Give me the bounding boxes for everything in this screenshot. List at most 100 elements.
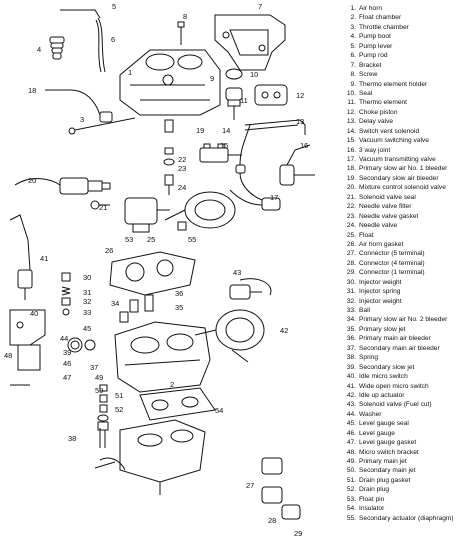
legend-item: 4.Pump boot [341, 32, 472, 41]
legend-item: 40.Idle micro switch [341, 372, 472, 381]
legend-item-number: 20. [346, 184, 356, 192]
legend-item-number: 30. [346, 278, 356, 286]
legend-item-label: Needle valve [359, 222, 398, 230]
legend-item: 33.Ball [341, 306, 472, 315]
legend-item-number: 8. [350, 71, 357, 79]
legend-item-label: Float pin [359, 495, 385, 503]
legend-item-number: 2. [350, 14, 357, 22]
legend-item: 3.Throttle chamber [341, 23, 472, 32]
legend-item: 28.Connector (4 terminal) [341, 259, 472, 268]
legend-item-number: 48. [346, 448, 356, 456]
legend-item-number: 5. [350, 42, 357, 50]
legend-item-number: 49. [346, 458, 356, 465]
legend-item: 26.Air horn gasket [341, 240, 472, 249]
legend-item: 15.Vacuum switching valve [341, 136, 472, 145]
legend-item: 24.Needle valve [341, 221, 472, 230]
legend-item: 25.Float [341, 231, 472, 240]
legend-item-number: 16. [346, 146, 356, 154]
callout-16: 16 [300, 141, 308, 150]
callout-44: 44 [60, 334, 68, 343]
legend-item-label: Micro switch bracket [359, 448, 419, 456]
legend-item-number: 27. [346, 250, 356, 258]
callout-12: 12 [296, 91, 304, 100]
callout-2: 2 [170, 380, 174, 389]
legend-item: 46.Level gauge [341, 429, 472, 438]
legend-item-number: 46. [346, 429, 356, 437]
legend-item-number: 11. [347, 99, 356, 107]
legend-item: 18.Primary slow air No. 1 bleeder [341, 164, 472, 173]
throttle-hose [68, 117, 136, 135]
legend-item-number: 45. [346, 420, 356, 428]
legend-item-label: Thermo element holder [359, 80, 428, 88]
legend-item-number: 44. [346, 410, 356, 418]
legend-item-number: 9. [350, 80, 357, 88]
springs [99, 428, 106, 448]
callout-15: 15 [220, 141, 228, 150]
legend-item: 21.Solenoid valve seal [341, 193, 472, 202]
legend-item: 38.Spring [341, 353, 472, 362]
legend-item-label: Idle up actuator [359, 391, 405, 399]
callout-39: 39 [63, 348, 71, 357]
legend-item: 42.Idle up actuator [341, 391, 472, 400]
callout-26: 26 [105, 246, 113, 255]
callout-3: 3 [80, 115, 84, 124]
pump-lever-and-rod [60, 9, 106, 73]
legend-item-label: Ball [359, 307, 370, 314]
callout-40: 40 [30, 309, 38, 318]
legend-item-number: 29. [346, 269, 356, 277]
legend-item-number: 51. [346, 476, 356, 484]
legend-item-number: 15. [346, 137, 356, 145]
slow-air-bleeder-18 [45, 89, 113, 123]
legend-item-label: 3 way joint [359, 146, 391, 154]
screw [177, 21, 185, 45]
three-way-joint [279, 144, 315, 186]
legend-item: 52.Drain plug [341, 485, 472, 494]
legend-item: 36.Primary main air bleeder [341, 334, 472, 343]
callout-49: 49 [95, 373, 103, 382]
callout-32: 32 [83, 297, 91, 306]
legend-item: 6.Pump rod [341, 51, 472, 60]
legend-item-label: Air horn gasket [359, 240, 404, 248]
legend-item-label: Pump rod [359, 52, 388, 60]
pump-boot [49, 36, 65, 60]
legend-item-number: 21. [346, 193, 356, 201]
legend-item: 1.Air horn [341, 4, 472, 13]
legend-item: 20.Mixture control solenoid valve [341, 183, 472, 192]
callout-1: 1 [128, 68, 132, 77]
legend-item-number: 28. [346, 259, 356, 267]
legend-item: 49.Primary main jet [341, 457, 472, 466]
exploded-carburetor-diagram: 5 7 4 6 8 1 10 9 18 12 11 13 3 19 14 15 … [4, 2, 315, 538]
callout-38: 38 [68, 434, 76, 443]
legend-item: 44.Washer [341, 410, 472, 419]
injector-parts [61, 272, 71, 316]
legend-item: 9.Thermo element holder [341, 80, 472, 89]
callout-19: 19 [196, 126, 204, 135]
legend-item-label: Pump boot [359, 33, 391, 41]
callout-42: 42 [280, 326, 288, 335]
legend-item-label: Mixture control solenoid valve [359, 184, 446, 192]
legend-item: 14.Switch vent solenoid [341, 127, 472, 136]
legend-item: 23.Needle valve gasket [341, 212, 472, 221]
callout-48: 48 [4, 351, 12, 360]
legend-item-label: Level gauge seal [359, 420, 409, 428]
legend-item-label: Needle valve filter [359, 203, 412, 211]
legend-item: 47.Level gauge gasket [341, 438, 472, 447]
legend-item: 48.Micro switch bracket [341, 448, 472, 457]
legend-item-label: Connector (1 terminal) [359, 269, 425, 277]
callout-14: 14 [222, 126, 230, 135]
callout-23: 23 [178, 164, 186, 173]
callout-6: 6 [111, 35, 115, 44]
legend-item-label: Insulator [359, 505, 385, 513]
callout-54: 54 [215, 406, 223, 415]
legend-item-number: 25. [346, 231, 356, 239]
float-chamber [114, 321, 211, 393]
callout-31: 31 [83, 288, 91, 297]
callout-45: 45 [83, 324, 91, 333]
callout-51: 51 [115, 391, 123, 400]
legend-item-label: Seal [359, 89, 373, 97]
legend-item-number: 6. [350, 52, 357, 60]
legend-item-number: 24. [346, 222, 356, 230]
callout-30: 30 [83, 273, 91, 282]
legend-item: 30.Injector weight [341, 278, 472, 287]
legend-item: 31.Injector spring [341, 287, 472, 296]
